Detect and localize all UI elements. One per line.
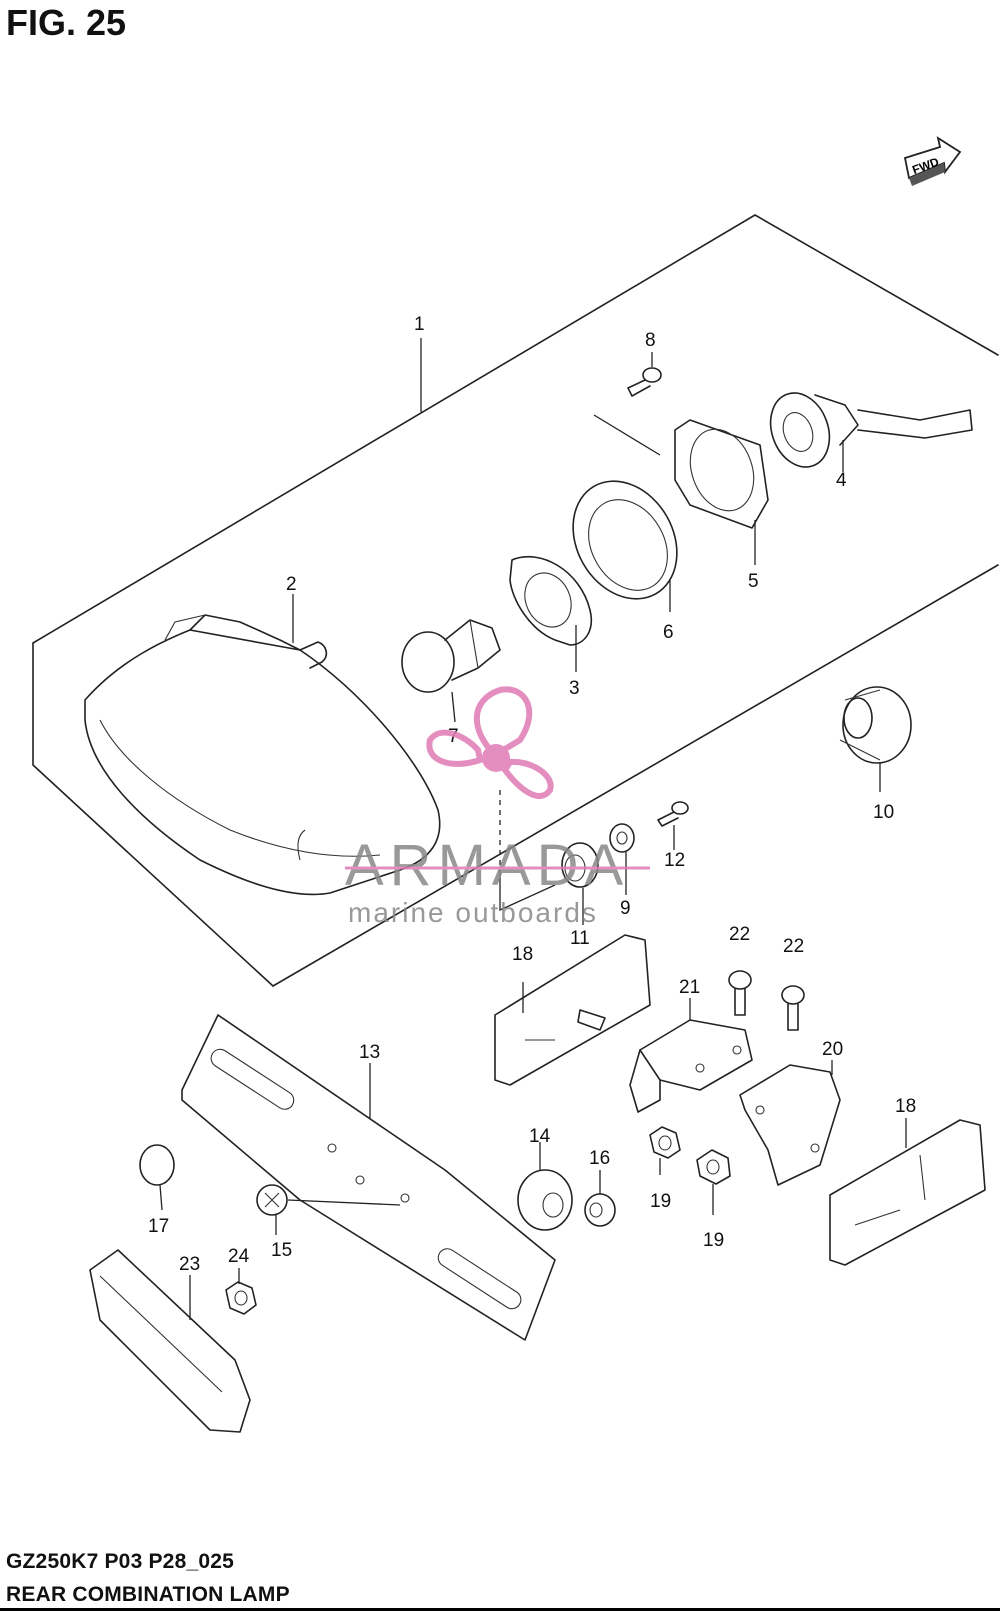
gasket-plate <box>674 419 769 529</box>
callout-6: 6 <box>663 622 674 643</box>
lamp-lens-housing <box>84 614 441 896</box>
rear-reflector-23 <box>89 1249 251 1433</box>
figure-title: FIG. 25 <box>6 2 127 43</box>
callout-22-left: 22 <box>729 924 750 945</box>
washer-9 <box>609 823 635 853</box>
lock-ring <box>572 480 678 600</box>
nut-19-lower <box>696 1149 731 1185</box>
screw-12 <box>657 801 689 827</box>
grommet-10 <box>839 686 912 764</box>
nut-19-upper <box>649 1126 681 1159</box>
license-bracket <box>181 1014 556 1341</box>
fwd-arrow-badge: FWD <box>903 136 962 186</box>
callout-10: 10 <box>873 802 894 823</box>
callout-14: 14 <box>529 1126 551 1147</box>
turn-signal-18-right <box>829 1119 986 1266</box>
leader-lines <box>159 338 907 1320</box>
callout-labels: 1 2 3 4 5 6 7 8 9 10 11 12 13 14 15 16 1… <box>148 314 916 1275</box>
bracket-20 <box>739 1064 841 1186</box>
callout-22-right: 22 <box>783 936 804 957</box>
nut-24 <box>225 1281 257 1315</box>
assembly-name: REAR COMBINATION LAMP <box>6 1583 290 1606</box>
bracket-21 <box>629 1019 753 1113</box>
socket-ring <box>509 555 592 646</box>
collar-16 <box>584 1193 616 1227</box>
screw-22-right <box>781 985 805 1031</box>
callout-2: 2 <box>286 574 297 595</box>
callout-19-upper: 19 <box>650 1191 671 1212</box>
callout-5: 5 <box>748 571 759 592</box>
lamp-assembly-outline <box>32 214 999 644</box>
screw-8 <box>627 367 662 397</box>
callout-4: 4 <box>836 470 847 491</box>
callout-15: 15 <box>271 1240 292 1261</box>
propeller-logo-icon <box>426 686 554 799</box>
callout-12: 12 <box>664 850 685 871</box>
callout-13: 13 <box>359 1042 380 1063</box>
socket-with-wire <box>769 392 973 468</box>
cap-nut-17 <box>139 1144 175 1186</box>
bottom-rule <box>0 1608 1000 1611</box>
callout-19-lower: 19 <box>703 1230 724 1251</box>
bolt-15 <box>256 1184 401 1216</box>
callout-17: 17 <box>148 1216 169 1237</box>
callout-24: 24 <box>228 1246 250 1267</box>
watermark-tagline: marine outboards <box>348 897 598 928</box>
callout-18-right: 18 <box>895 1096 916 1117</box>
callout-8: 8 <box>645 330 656 351</box>
callout-1: 1 <box>414 314 425 335</box>
callout-18-left: 18 <box>512 944 533 965</box>
rubber-cushion-14 <box>517 1169 573 1231</box>
callout-3: 3 <box>569 678 580 699</box>
watermark: ARMADA marine outboards <box>345 686 650 928</box>
model-code: GZ250K7 P03 P28_025 <box>6 1550 234 1573</box>
turn-signal-18-left <box>494 934 651 1086</box>
callout-11: 11 <box>570 928 590 949</box>
watermark-brand: ARMADA <box>345 833 629 898</box>
bulb <box>401 619 501 693</box>
callout-21: 21 <box>679 977 700 998</box>
callout-23: 23 <box>179 1254 200 1275</box>
callout-9: 9 <box>620 898 631 919</box>
screw-22-left <box>728 970 752 1016</box>
callout-16: 16 <box>589 1148 610 1169</box>
callout-20: 20 <box>822 1039 843 1060</box>
